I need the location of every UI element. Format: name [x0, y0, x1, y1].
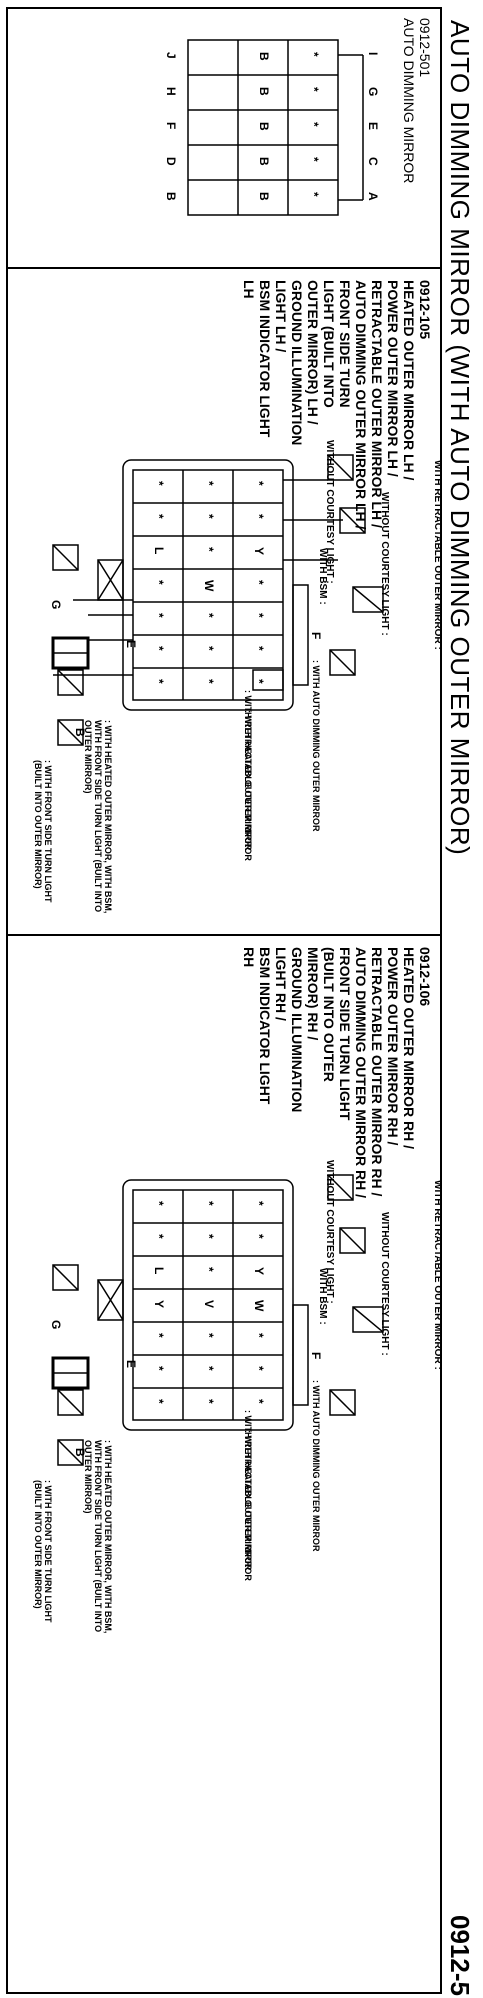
- note-without-courtesy-2: WITHOUT COURTESY LIGHT :: [379, 1212, 390, 1356]
- pin-value: *: [252, 1366, 266, 1371]
- letter-b: B: [73, 1448, 87, 1457]
- connector-0912-501-body: [187, 39, 339, 216]
- letter-e: E: [124, 1360, 138, 1369]
- pin-value: *: [152, 1234, 166, 1239]
- outer-frame: [6, 7, 442, 1994]
- pin-value: *: [252, 1201, 266, 1206]
- pin-value: *: [202, 1333, 216, 1338]
- pin-value: *: [252, 1234, 266, 1239]
- note-heated: : WITH HEATED OUTER MIRROR: [243, 1430, 253, 1571]
- pin-value: *: [152, 1333, 166, 1338]
- pin-value: Y: [252, 1267, 266, 1276]
- pin-value: W: [252, 1300, 266, 1312]
- pin-value: V: [202, 1300, 216, 1309]
- pin-value: *: [202, 1201, 216, 1206]
- pin-value: *: [252, 1333, 266, 1338]
- note-heated-bsm: : WITH HEATED OUTER MIRROR, WITH BSM, WI…: [83, 1440, 113, 1634]
- letter-f: F: [309, 1352, 323, 1360]
- pin-value: *: [202, 1267, 216, 1272]
- pin-value: *: [152, 1399, 166, 1404]
- pin-value: L: [152, 1267, 166, 1275]
- note-with-retractable: WITH RETRACTABLE OUTER MIRROR :: [432, 1180, 443, 1370]
- pin-value: *: [152, 1201, 166, 1206]
- connector-lock: [338, 54, 364, 201]
- pin-value: Y: [152, 1300, 166, 1309]
- note-with-bsm: WITH BSM :: [317, 1268, 328, 1325]
- note-auto-dimming: : WITH AUTO DIMMING OUTER MIRROR: [311, 1380, 321, 1552]
- pin-value: *: [152, 1366, 166, 1371]
- pin-value: *: [202, 1399, 216, 1404]
- pin-value: *: [252, 1399, 266, 1404]
- letter-g: G: [49, 1320, 63, 1330]
- note-front-side: : WITH FRONT SIDE TURN LIGHT (BUILT INTO…: [33, 1480, 53, 1623]
- pin-value: *: [202, 1366, 216, 1371]
- pin-value: *: [202, 1234, 216, 1239]
